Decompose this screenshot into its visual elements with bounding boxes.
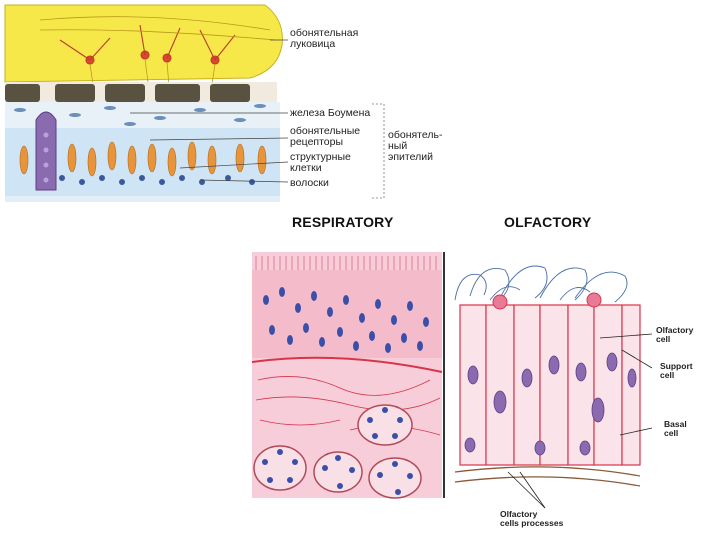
heading-respiratory: RESPIRATORY [292,214,394,230]
label-olfactory-cell: Olfactory cell [656,326,693,344]
label-structural-cells: структурные клетки [290,152,351,174]
label-olfactory-epithelium: обонятель- ный эпителий [388,130,442,163]
label-hairs: волоски [290,178,329,189]
label-olfactory-bulb: обонятельная луковица [290,28,358,50]
olfactory-bulb-shape [5,5,282,82]
label-basal-cell: Basal cell [664,420,687,438]
label-olfactory-receptors: обонятельные рецепторы [290,126,360,148]
cilia-layer [5,196,280,202]
label-bowman-gland: железа Боумена [290,108,370,119]
label-olfactory-cells-processes: Olfactory cells processes [500,510,563,528]
label-support-cell: Support cell [660,362,693,380]
heading-olfactory: OLFACTORY [504,214,591,230]
olfactory-columns [460,305,640,465]
